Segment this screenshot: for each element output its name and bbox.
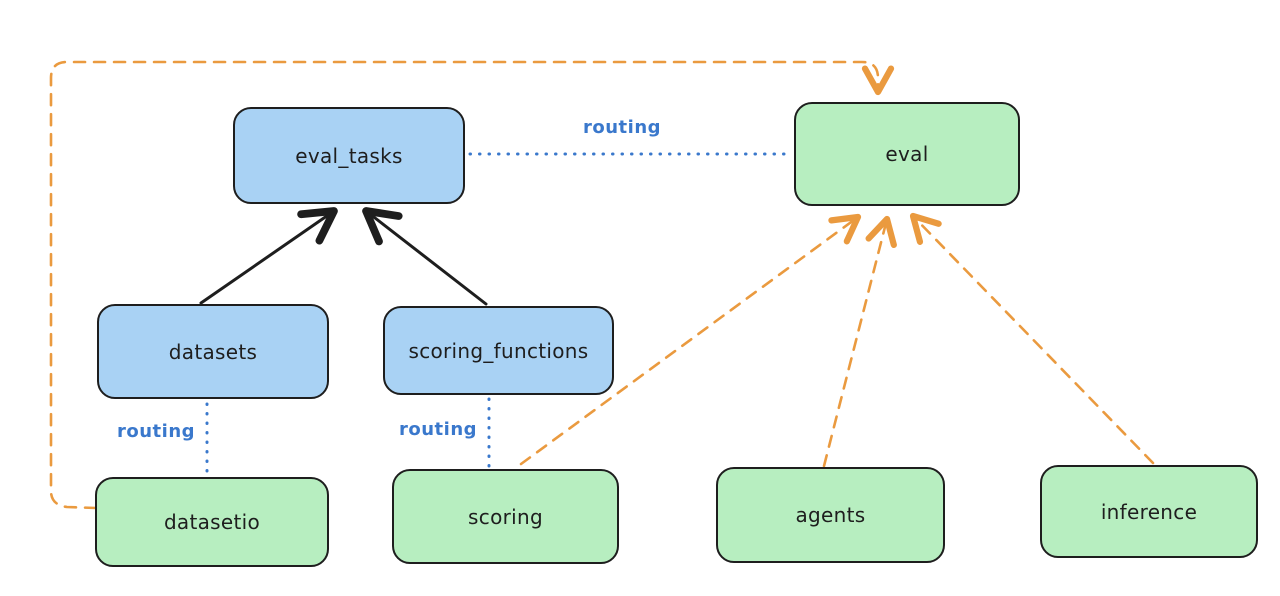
edge-scoring-functions-to-eval-tasks — [362, 207, 488, 306]
node-datasets: datasets — [97, 304, 329, 399]
node-datasets-label: datasets — [168, 339, 258, 364]
node-scoring-label: scoring — [468, 504, 543, 529]
edge-label-routing-scoring: routing — [398, 419, 478, 440]
node-inference-label: inference — [1100, 499, 1198, 524]
node-datasetio: datasetio — [95, 477, 329, 567]
edge-agents-to-eval — [822, 215, 897, 468]
node-agents-label: agents — [795, 503, 866, 527]
edge-inference-to-eval — [909, 212, 1155, 465]
node-inference: inference — [1040, 465, 1258, 558]
node-scoring: scoring — [392, 469, 619, 564]
node-scoring-functions: scoring_functions — [383, 306, 614, 395]
edge-label-routing-top: routing — [582, 117, 662, 138]
node-datasetio-label: datasetio — [163, 510, 261, 534]
node-eval: eval — [794, 102, 1020, 206]
node-scoring-functions-label: scoring_functions — [408, 338, 589, 363]
node-eval-tasks: eval_tasks — [233, 107, 465, 204]
node-eval-label: eval — [885, 142, 929, 166]
edge-datasets-to-eval-tasks — [199, 207, 338, 305]
edge-label-routing-datasets: routing — [116, 421, 196, 442]
node-agents: agents — [716, 467, 945, 563]
node-eval-tasks-label: eval_tasks — [295, 143, 403, 168]
